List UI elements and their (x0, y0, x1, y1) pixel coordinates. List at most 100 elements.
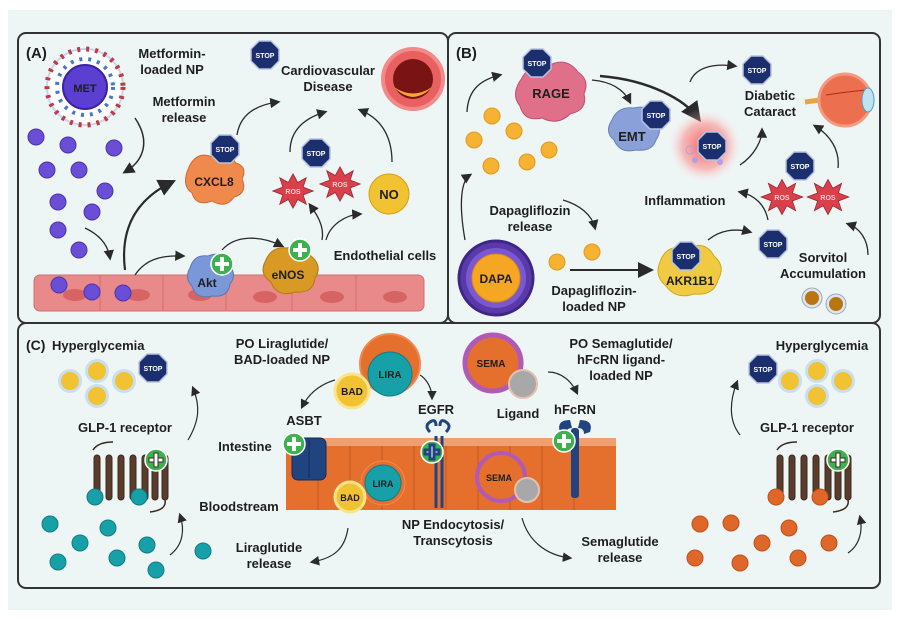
rage-to-emt-arrow (591, 79, 632, 105)
ros-to-inflammation-arrow (737, 188, 769, 221)
to-receptor-arrow (847, 514, 867, 554)
ros-label: ROS (332, 182, 348, 189)
akr1b1-to-sorbitol-arrow (707, 224, 753, 241)
sorbitol-label-1: Sorvitol (799, 250, 847, 265)
dapa-release-label-1: Dapagliflozin (490, 203, 571, 218)
endocytosis-label-2: Transcytosis (413, 533, 493, 548)
emt-protein: EMT STOP (608, 100, 671, 152)
stop-icon-text: STOP (144, 366, 163, 373)
inflammation-label: Inflammation (645, 193, 726, 208)
ros-to-cvd-arrow (289, 109, 328, 153)
lira-label: LIRA (378, 370, 401, 381)
akr1b1-label: AKR1B1 (666, 274, 714, 288)
cataract-label-2: Cataract (744, 104, 797, 119)
panel-c-label: (C) (26, 337, 45, 353)
dapa-np-label-1: Dapagliflozin- (551, 283, 636, 298)
cvd-label-2: Disease (303, 79, 352, 94)
ligand-label: Ligand (497, 406, 540, 421)
panel-a: (A) MET Metformin- loaded NP Metformin r… (26, 40, 445, 312)
to-hfcrn-arrow (547, 371, 579, 396)
panel-b: (B) RAGE STOP EMT STOP (456, 45, 875, 317)
to-hyperglycemia-arrow (187, 385, 201, 441)
hyperglycemia-left-label: Hyperglycemia (52, 338, 145, 353)
glp1-receptor-right-label: GLP-1 receptor (760, 420, 854, 435)
ros-label: ROS (820, 195, 836, 202)
ros-to-cataract-arrow (812, 124, 839, 169)
metformin-np-label-1: Metformin- (138, 46, 205, 61)
cxcl8-protein: CXCL8 STOP (185, 134, 245, 205)
lira-np-label-2: BAD-loaded NP (234, 352, 330, 367)
hfcrn-label: hFcRN (554, 402, 596, 417)
glp1-receptor-right (776, 441, 852, 513)
sorbitol-label-2: Accumulation (780, 266, 866, 281)
dapagliflozin-molecules (465, 107, 601, 271)
plus-icon (282, 432, 306, 456)
semaglutide-nanoparticle: SEMA (462, 332, 538, 399)
lira-label: LIRA (373, 479, 394, 489)
bad-label: BAD (341, 387, 363, 398)
no-to-cvd-arrow (357, 108, 393, 163)
hfcrn-receptor (552, 420, 591, 498)
stop-icon-text: STOP (216, 147, 235, 154)
to-cataract-arrow (689, 59, 738, 83)
to-asbt-arrow (300, 379, 336, 410)
akt-label: Akt (197, 276, 216, 290)
akt-arrow (134, 250, 186, 276)
emt-label: EMT (618, 129, 646, 144)
liraglutide-nanoparticle: LIRA BAD (333, 333, 421, 410)
inflammation-to-cataract-arrow (739, 127, 768, 166)
eye-icon (804, 72, 875, 128)
intestine-label: Intestine (218, 439, 271, 454)
asbt-transporter (282, 432, 327, 481)
no-label: NO (379, 187, 399, 202)
dapagliflozin-nanoparticle: DAPA (457, 239, 535, 317)
sema-label: SEMA (477, 359, 506, 370)
ros-molecules-a: ROS ROS STOP (272, 138, 361, 209)
liraglutide-nanoparticle-transcytosis: LIRA BAD (333, 460, 406, 514)
stop-icon-text: STOP (647, 113, 666, 120)
met-core-label: MET (73, 83, 97, 95)
inflammation-site: STOP (667, 108, 743, 184)
sema-np-label-2: hFcRN ligand- (577, 352, 665, 367)
release-arrow (562, 199, 599, 231)
plus-icon (210, 252, 234, 276)
rage-protein: RAGE STOP (515, 48, 587, 122)
ros-label: ROS (774, 195, 790, 202)
cxcl8-to-cvd-arrow (236, 97, 281, 136)
bloodstream-label: Bloodstream (199, 499, 278, 514)
rage-label: RAGE (532, 86, 570, 101)
enos-to-no-arrow (325, 209, 363, 241)
dapa-up-arrow (460, 173, 473, 241)
nitric-oxide: NO (368, 173, 410, 215)
liraglutide-release-label-2: release (247, 556, 292, 571)
liraglutide-release-arrow (309, 527, 349, 566)
metformin-release-label-2: release (162, 110, 207, 125)
sema-label: SEMA (486, 473, 513, 483)
plus-icon (826, 448, 850, 472)
semaglutide-release-arrow (521, 517, 573, 562)
lira-np-label-1: PO Liraglutide/ (236, 336, 329, 351)
semaglutide-release-label-2: release (598, 550, 643, 565)
stop-icon-text: STOP (677, 254, 696, 261)
dapa-release-label-2: release (508, 219, 553, 234)
sorbitol-molecules (801, 287, 847, 315)
asbt-label: ASBT (286, 413, 321, 428)
bad-label: BAD (340, 493, 360, 503)
metformin-molecules (27, 128, 123, 259)
plus-icon (144, 448, 168, 472)
stop-icon-text: STOP (764, 242, 783, 249)
panel-a-label: (A) (26, 45, 47, 62)
plus-icon (552, 429, 576, 453)
release-arrow (122, 117, 145, 174)
akt-protein: Akt (186, 252, 234, 298)
cxcl8-label: CXCL8 (194, 175, 234, 189)
stop-icon-text: STOP (528, 61, 547, 68)
to-hyperglycemia-arrow (729, 379, 741, 436)
enos-arrow (221, 237, 285, 251)
endothelial-cells-label: Endothelial cells (334, 248, 437, 263)
plus-icon (288, 238, 312, 262)
to-egfr-arrow (419, 374, 437, 401)
metformin-release-label-1: Metformin (153, 94, 216, 109)
egfr-label: EGFR (418, 402, 455, 417)
